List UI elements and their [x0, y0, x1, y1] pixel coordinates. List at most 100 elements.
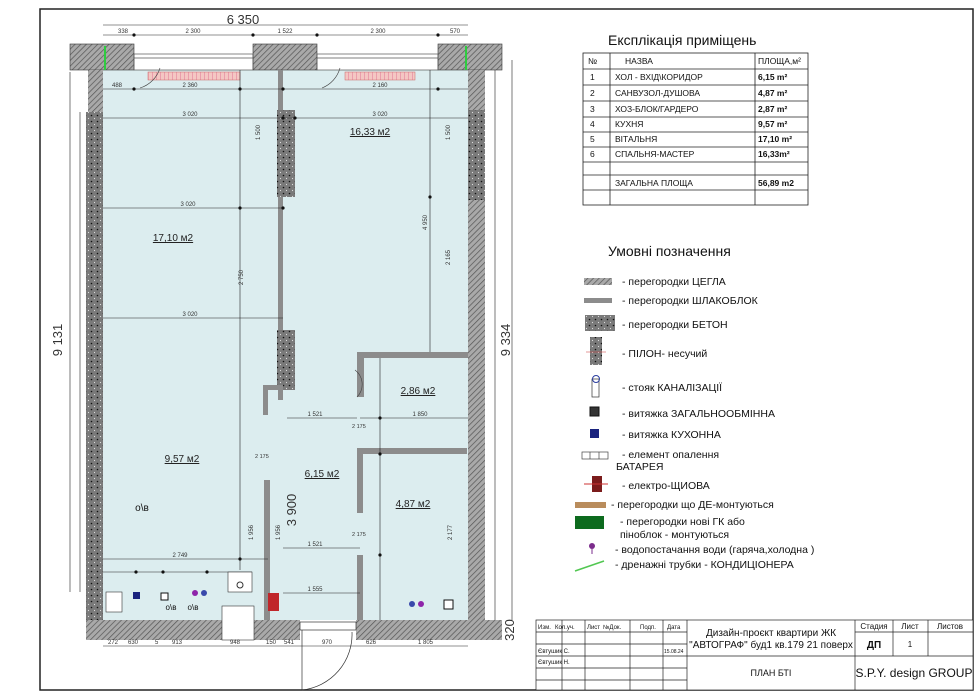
- door-mark: 2 175: [352, 532, 366, 538]
- dim-label: 1 522: [277, 29, 293, 35]
- vent-label: о\в: [188, 603, 199, 612]
- title-block-header: Дата: [667, 625, 681, 631]
- drawing-name: ПЛАН БТІ: [751, 668, 792, 678]
- title-block-header: Кол.уч.: [555, 625, 575, 631]
- new-partition-icon: [575, 516, 604, 529]
- room-area-kitchen: 9,57 м2: [165, 454, 200, 465]
- stage-value: ДП: [867, 640, 881, 651]
- water-supply-icon: [418, 601, 424, 607]
- project-title-line1: Дизайн-проєкт квартири ЖК: [706, 628, 836, 639]
- legend-item-label: - дренажні трубки - КОНДИЦІОНЕРА: [615, 559, 794, 571]
- legend-item-label: пінoблок - монтуються: [620, 529, 729, 541]
- title-block-header: №Док.: [603, 624, 622, 631]
- radiator-icon: [581, 451, 609, 460]
- sheets-count-label: Листов: [937, 622, 963, 631]
- dim-label: 338: [118, 29, 129, 35]
- bathroom-fixtures: [105, 571, 454, 613]
- legend-item-label: - елемент опалення: [622, 449, 719, 461]
- dim-label: 626: [366, 640, 377, 646]
- sheet-frame: [39, 8, 974, 691]
- outer-walls: [69, 43, 503, 641]
- dim-label: 2 360: [182, 83, 198, 89]
- general-vent-icon: [160, 592, 169, 601]
- vent-label: о\в: [166, 603, 177, 612]
- table-cell-area: 16,33m²: [758, 149, 790, 159]
- table-cell-number: 2: [590, 88, 595, 98]
- concrete-partition-icon: [585, 315, 615, 331]
- date-value: 15.08.24: [664, 649, 684, 655]
- table-cell-name: ВІТАЛЬНЯ: [615, 134, 657, 144]
- water-supply-icon: [192, 590, 198, 596]
- legend-item-label: - витяжка КУХОННА: [622, 429, 721, 441]
- table-header-number: №: [588, 56, 597, 66]
- designer-name: Євтушик Н.: [538, 660, 570, 666]
- company-name: S.P.Y. design GROUP: [856, 666, 973, 680]
- project-title-line2: "АВТОГРАФ" буд1 кв.179 21 поверх: [689, 639, 853, 651]
- total-area-label: ЗАГАЛЬНА ПЛОЩА: [615, 178, 693, 188]
- dim-label: 630: [128, 640, 139, 646]
- title-block-header: Лист: [587, 625, 600, 631]
- dim-label: 2 165: [446, 249, 452, 265]
- dim-label: 3 020: [372, 112, 388, 118]
- designer-name: Євтушик С.: [538, 649, 570, 655]
- legend-item-label: - перегородки нові ГК або: [620, 516, 745, 528]
- dim-label: 3 020: [182, 312, 198, 318]
- table-cell-number: 1: [590, 72, 595, 82]
- legend-item-label: - витяжка ЗАГАЛЬНООБМІННА: [622, 408, 775, 420]
- dim-label: 541: [284, 640, 295, 646]
- dim-label: 1 956: [249, 524, 255, 540]
- drain-pipe-icons: [104, 46, 467, 70]
- water-supply-icon: [201, 590, 207, 596]
- windows: [133, 53, 439, 71]
- legend-item-label: - перегородки що ДЕ-монтуються: [611, 499, 774, 511]
- entry-door[interactable]: [299, 621, 357, 691]
- dim-label: 1 500: [256, 124, 262, 140]
- electrical-panel-icon: [584, 476, 608, 492]
- interior-partitions: [263, 70, 468, 620]
- title-block-header: Изм.: [538, 625, 551, 631]
- room-area-storage: 2,86 м2: [401, 386, 436, 397]
- dim-label: 2 749: [172, 553, 188, 559]
- room-area-bathroom: 4,87 м2: [396, 499, 431, 510]
- title-block-header: Подп.: [640, 625, 656, 631]
- dim-label: 2 177: [448, 524, 454, 540]
- table-cell-name: КУХНЯ: [615, 119, 643, 129]
- dim-label: 1 500: [446, 124, 452, 140]
- water-supply-icon: [409, 601, 415, 607]
- general-vent-icon: [443, 599, 454, 610]
- sewer-riser-icon: [591, 375, 600, 398]
- table-cell-number: 4: [590, 119, 595, 129]
- table-cell-area: 17,10 m²: [758, 134, 792, 144]
- total-width-label: 6 350: [227, 12, 260, 27]
- table-cell-name: ХОЛ - ВХІД\КОРИДОР: [615, 72, 703, 82]
- cinderblock-partition-icon: [584, 298, 612, 303]
- dim-label: 272: [108, 640, 119, 646]
- table-cell-number: 6: [590, 149, 595, 159]
- dim-label: 1 521: [307, 412, 323, 418]
- legend-item-label: - водопостачання води (гаряча,холодна ): [615, 544, 814, 556]
- dim-label: 1 555: [307, 587, 323, 593]
- table-cell-name: ХОЗ-БЛОК/ГАРДЕРО: [615, 104, 699, 114]
- table-cell-area: 2,87 m²: [758, 104, 787, 114]
- kitchen-vent-icon: [590, 429, 599, 438]
- dim-label: 1 805: [418, 640, 434, 646]
- dim-label: 4 950: [423, 214, 429, 230]
- dim-label: 1 850: [412, 412, 428, 418]
- kitchen-vent-icon: [133, 592, 140, 599]
- table-cell-name: СПАЛЬНЯ-МАСТЕР: [615, 149, 695, 159]
- dimension-dots: [132, 33, 440, 574]
- right-height-label: 9 334: [498, 324, 513, 357]
- stage-label: Стадия: [860, 622, 887, 631]
- legend-icons: [574, 278, 615, 572]
- door-mark: 2 175: [255, 454, 269, 460]
- sheet-value: 1: [908, 640, 913, 649]
- dim-label: 2 300: [370, 29, 386, 35]
- corridor-length-label: 3 900: [284, 494, 299, 527]
- room-area-hall: 6,15 м2: [305, 469, 340, 480]
- table-cell-number: 5: [590, 134, 595, 144]
- total-area-value: 56,89 m2: [758, 178, 794, 188]
- table-cell-area: 4,87 m²: [758, 88, 787, 98]
- dim-label: 150: [266, 640, 277, 646]
- dim-label: 3 020: [182, 112, 198, 118]
